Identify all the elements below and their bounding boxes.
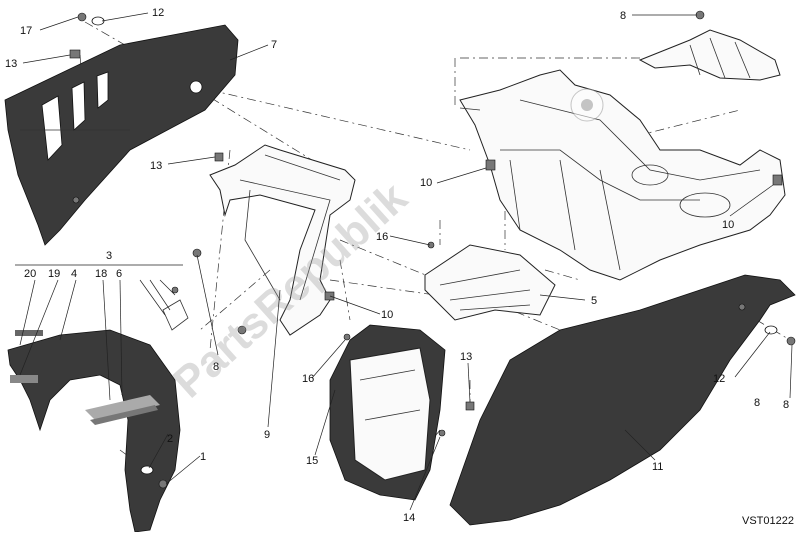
drawing-code: VST01222 [742, 515, 794, 527]
fasteners-fender [140, 465, 168, 489]
callout-2: 2 [167, 433, 173, 445]
storage-tray-15 [329, 324, 446, 501]
side-panel-11 [449, 274, 796, 526]
callout-15: 15 [306, 455, 318, 467]
callout-8: 8 [213, 361, 219, 373]
gear-watermark-icon [570, 88, 604, 122]
callout-1: 1 [200, 451, 206, 463]
fasteners-right [465, 325, 796, 411]
callout-10: 10 [420, 177, 432, 189]
callout-7: 7 [271, 39, 277, 51]
fasteners-top-left [69, 12, 105, 59]
callout-13: 13 [150, 160, 162, 172]
callout-3: 3 [106, 250, 112, 262]
callout-8: 8 [754, 397, 760, 409]
callout-13: 13 [5, 58, 17, 70]
front-fender-assembly [7, 286, 189, 533]
frame-bracket-9 [192, 144, 356, 341]
callout-19: 19 [48, 268, 60, 280]
bracket-8-top [638, 10, 781, 81]
plate-5 [424, 241, 556, 321]
callout-labels: 17 12 7 13 13 8 10 16 10 3 20 19 4 18 6 … [5, 7, 789, 524]
callout-10: 10 [722, 219, 734, 231]
callout-17: 17 [20, 25, 32, 37]
callout-9: 9 [264, 429, 270, 441]
callout-16: 16 [376, 231, 388, 243]
callout-10: 10 [381, 309, 393, 321]
callout-18: 18 [95, 268, 107, 280]
callout-12: 12 [152, 7, 164, 19]
leader-lines [15, 12, 793, 511]
side-panel-7 [4, 24, 239, 246]
subframe-10 [459, 69, 786, 281]
callout-5: 5 [591, 295, 597, 307]
callout-13: 13 [460, 351, 472, 363]
callout-6: 6 [116, 268, 122, 280]
callout-14: 14 [403, 512, 415, 524]
callout-8: 8 [620, 10, 626, 22]
callout-16: 16 [302, 373, 314, 385]
callout-11: 11 [652, 461, 663, 473]
callout-20: 20 [24, 268, 36, 280]
callout-12: 12 [713, 373, 725, 385]
callout-4: 4 [71, 268, 77, 280]
callout-8: 8 [783, 399, 789, 411]
